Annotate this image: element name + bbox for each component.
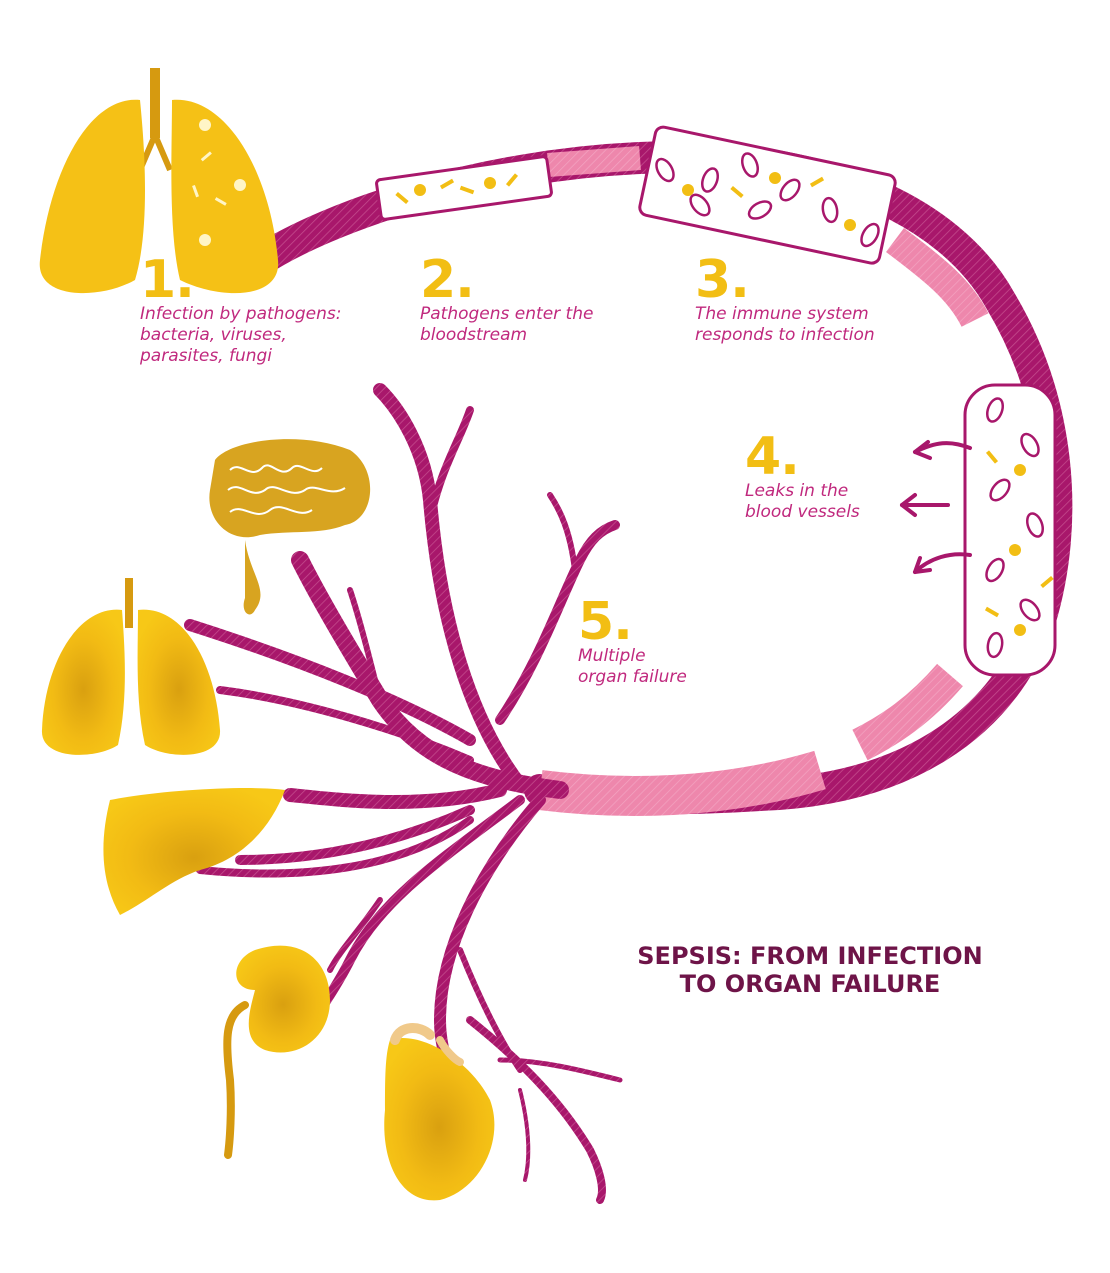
step-5-text: Multiple organ failure bbox=[578, 646, 687, 687]
vessel-branches bbox=[184, 383, 623, 1204]
liver-icon bbox=[103, 788, 285, 915]
step-1: 1. Infection by pathogens: bacteria, vir… bbox=[140, 250, 342, 367]
infected-lungs-icon bbox=[39, 68, 279, 294]
step-4: 4. Leaks in the blood vessels bbox=[745, 427, 860, 523]
immune-cells-window-3 bbox=[655, 152, 880, 248]
lungs-icon bbox=[41, 578, 221, 755]
leak-arrows bbox=[900, 440, 972, 574]
pathogens-window-2 bbox=[395, 173, 519, 205]
step-3: 3. The immune system responds to infecti… bbox=[695, 250, 875, 346]
step-1-number: 1. bbox=[140, 250, 195, 310]
brain-icon bbox=[209, 439, 371, 615]
step-5: 5. Multiple organ failure bbox=[578, 592, 687, 688]
step-4-number: 4. bbox=[745, 427, 800, 487]
step-2-text: Pathogens enter the bloodstream bbox=[420, 304, 594, 345]
heart-icon bbox=[384, 1023, 495, 1201]
diagram-title: SEPSIS: FROM INFECTION TO ORGAN FAILURE bbox=[637, 942, 983, 998]
step-3-number: 3. bbox=[695, 250, 750, 310]
leaking-cells-window-4 bbox=[984, 397, 1054, 659]
step-3-text: The immune system responds to infection bbox=[695, 304, 875, 345]
step-1-text: Infection by pathogens: bacteria, viruse… bbox=[140, 304, 342, 366]
step-5-number: 5. bbox=[578, 592, 633, 652]
kidney-icon bbox=[223, 945, 330, 1159]
step-2-number: 2. bbox=[420, 250, 475, 310]
step-2: 2. Pathogens enter the bloodstream bbox=[420, 250, 594, 346]
step-4-text: Leaks in the blood vessels bbox=[745, 481, 860, 522]
